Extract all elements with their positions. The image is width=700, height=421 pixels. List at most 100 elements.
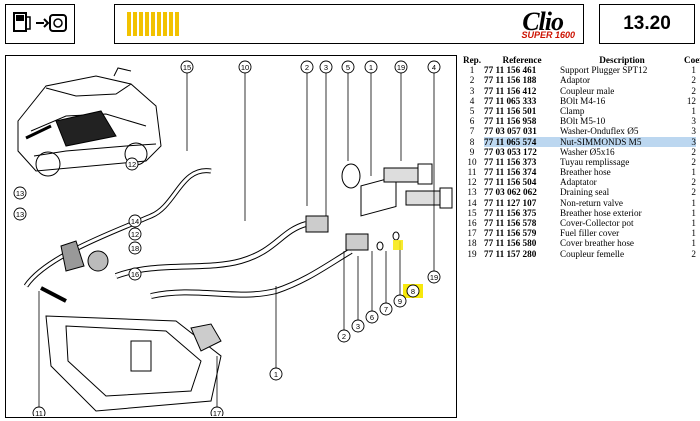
row-description: Breather hose exterior: [560, 207, 642, 218]
header-rep: Rep.: [462, 55, 482, 65]
svg-text:15: 15: [183, 63, 191, 72]
row-reference: 77 11 157 280: [484, 248, 537, 259]
row-rep: 10: [467, 156, 477, 167]
table-row: 5 77 11 156 501 Clamp 1: [460, 106, 696, 116]
row-reference: 77 11 156 501: [484, 105, 537, 116]
row-coef: 3: [684, 136, 696, 147]
header-coef: Coef: [684, 55, 700, 65]
row-description: Washer Ø5x16: [560, 146, 615, 157]
row-description: BOlt M5-10: [560, 116, 606, 127]
header-reference: Reference: [502, 55, 542, 65]
row-description: Nut-SIMMONDS M5: [560, 136, 684, 147]
page-number: 13.20: [623, 13, 671, 34]
row-rep: 15: [467, 207, 477, 218]
row-coef: 1: [691, 197, 696, 208]
table-row: 9 77 03 053 172 Washer Ø5x16 2: [460, 147, 696, 157]
callout-4: 4: [427, 60, 441, 74]
row-coef: 1: [691, 207, 696, 218]
row-reference: 77 11 127 107: [484, 197, 537, 208]
callout-6: 6: [365, 310, 379, 324]
svg-text:1: 1: [369, 63, 373, 72]
row-rep: 5: [469, 105, 475, 116]
clio-logo: Clio: [522, 7, 564, 36]
svg-text:13: 13: [16, 210, 24, 219]
row-description: Breather hose: [560, 167, 611, 178]
row-description: Fuel filler cover: [560, 228, 620, 239]
callout-13a: 13: [13, 186, 27, 200]
row-description: Adaptor: [560, 75, 591, 86]
row-reference: 77 11 156 578: [484, 218, 537, 228]
callout-3b: 3: [351, 319, 365, 333]
row-coef: 2: [691, 146, 696, 157]
row-rep: 11: [467, 167, 477, 178]
row-rep: 12: [467, 177, 477, 188]
row-coef: 1: [691, 65, 696, 76]
page-number-box: 13.20: [599, 4, 695, 44]
row-rep: 13: [467, 187, 477, 198]
svg-text:3: 3: [356, 322, 360, 331]
callout-15: 15: [180, 60, 194, 74]
callout-3: 3: [319, 60, 333, 74]
exploded-diagram: 15 10 2 3 5 1 19 4 12 13 13 14 12 18 16 …: [5, 55, 457, 420]
callout-5: 5: [341, 60, 355, 74]
callout-19b: 19: [427, 270, 441, 284]
callout-7: 7: [379, 302, 393, 316]
row-description: Coupleur femelle: [560, 248, 625, 259]
row-description: Coupleur male: [560, 85, 615, 96]
row-description: Clamp: [560, 105, 585, 116]
callout-9: 9: [393, 294, 407, 308]
row-reference: 77 03 053 172: [484, 146, 537, 157]
svg-text:3: 3: [324, 63, 328, 72]
svg-text:12: 12: [131, 230, 139, 239]
svg-text:19: 19: [397, 63, 405, 72]
row-reference: 77 11 156 412: [484, 85, 537, 96]
svg-text:18: 18: [131, 244, 139, 253]
svg-text:8: 8: [411, 287, 415, 296]
row-reference: 77 11 156 188: [484, 75, 537, 86]
row-rep: 1: [469, 65, 475, 76]
row-description: Cover breather hose: [560, 238, 634, 249]
row-rep: 2: [469, 75, 475, 86]
parts-table: Rep. Reference Description Coef 177 11 1…: [460, 55, 700, 259]
row-coef: 3: [691, 116, 696, 127]
fuel-pump-icon: [13, 12, 67, 32]
row-coef: 2: [691, 85, 696, 96]
callout-14: 14: [128, 214, 142, 228]
row-reference: 77 03 057 031: [484, 126, 537, 137]
row-coef: 12: [686, 95, 696, 106]
svg-text:2: 2: [305, 63, 309, 72]
svg-text:9: 9: [398, 297, 402, 306]
callout-13b: 13: [13, 207, 27, 221]
header-stripes: [127, 12, 179, 36]
row-rep: 8: [469, 136, 475, 147]
callout-19: 19: [394, 60, 408, 74]
row-reference: 77 11 065 574: [484, 136, 560, 147]
row-reference: 77 03 062 062: [484, 187, 537, 198]
row-coef: 3: [691, 126, 696, 137]
row-description: Tuyau remplissage: [560, 156, 630, 167]
row-description: Draining seal: [560, 187, 610, 198]
row-rep: 17: [467, 228, 477, 239]
row-rep: 4: [469, 95, 475, 106]
row-rep: 3: [469, 85, 475, 96]
callout-1: 1: [364, 60, 378, 74]
row-reference: 77 11 065 333: [484, 95, 537, 106]
row-reference: 77 11 156 579: [484, 228, 537, 239]
row-coef: 2: [691, 156, 696, 167]
svg-text:6: 6: [370, 313, 374, 322]
clio-logo-subtitle: SUPER 1600: [521, 30, 575, 40]
header-description: Description: [599, 55, 645, 65]
row-rep: 7: [469, 126, 475, 137]
row-coef: 1: [691, 105, 696, 116]
svg-text:5: 5: [346, 63, 350, 72]
section-icon-box: [5, 4, 75, 44]
row-rep: 9: [469, 146, 475, 157]
svg-text:4: 4: [432, 63, 436, 72]
row-rep: 19: [467, 248, 477, 259]
